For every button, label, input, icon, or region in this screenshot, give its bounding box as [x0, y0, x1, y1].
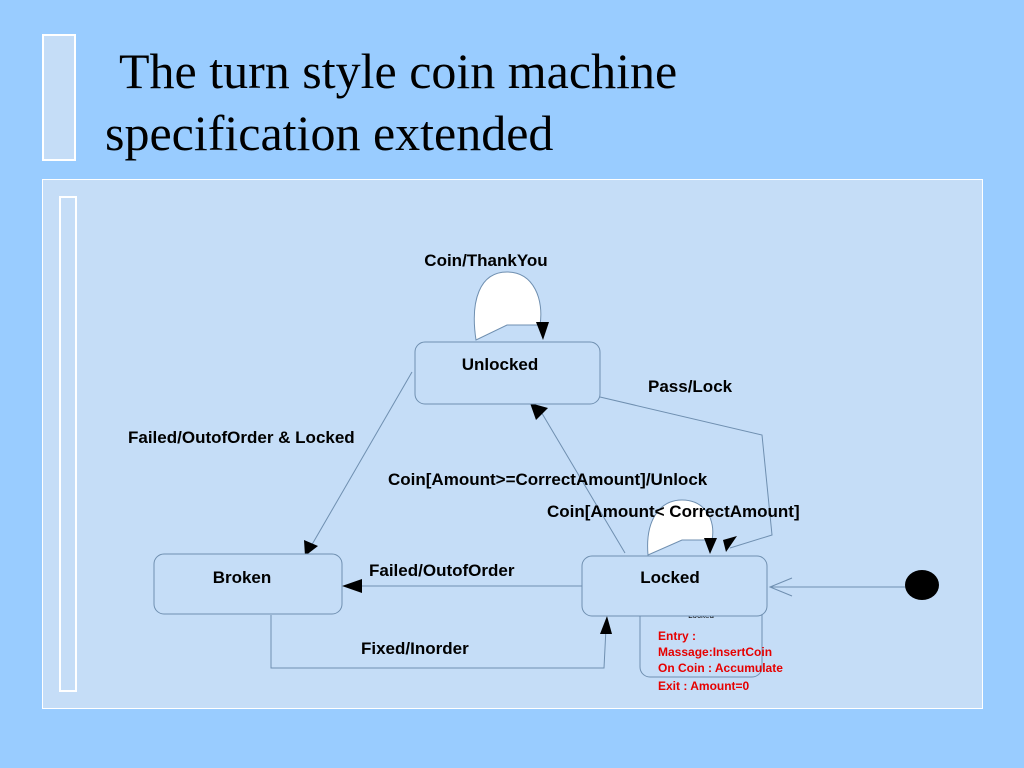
state-locked-label: Locked — [640, 568, 700, 587]
edge-coin-thankyou-loop — [473, 271, 542, 341]
arrowhead-broken-to-locked — [600, 616, 612, 634]
arrowhead-initial-open — [768, 577, 793, 597]
label-failed-outoforder-locked: Failed/OutofOrder & Locked — [128, 428, 355, 447]
label-pass-lock: Pass/Lock — [648, 377, 733, 396]
arrowhead-coin-thankyou — [536, 322, 549, 340]
edge-unlocked-to-locked — [599, 396, 773, 549]
edge-locked-to-unlocked — [539, 409, 626, 554]
locked-detail-line-4: Exit : Amount=0 — [658, 679, 750, 693]
locked-detail-line-2: Massage:InsertCoin — [658, 645, 772, 659]
arrowhead-locked-to-unlocked — [530, 403, 548, 420]
label-coin-less: Coin[Amount< CorrectAmount] — [547, 502, 800, 521]
label-coin-thankyou: Coin/ThankYou — [424, 251, 547, 270]
edge-broken-to-locked — [270, 615, 607, 669]
locked-detail-line-1: Entry : — [658, 629, 696, 643]
title-line-2: specification extended — [105, 105, 554, 161]
slide-title: The turn style coin machine specificatio… — [105, 40, 905, 164]
edge-coin-less-loop — [647, 499, 714, 556]
arrowhead-unlocked-to-broken — [304, 540, 318, 556]
initial-state-dot — [905, 570, 939, 600]
locked-detail-line-3: On Coin : Accumulate — [658, 661, 783, 675]
decorative-bar-inner — [59, 196, 77, 692]
label-fixed-inorder: Fixed/Inorder — [361, 639, 469, 658]
state-locked — [581, 555, 768, 617]
edge-unlocked-to-broken — [309, 371, 413, 549]
state-broken — [153, 553, 343, 615]
arrowhead-locked-to-broken — [342, 579, 362, 593]
state-broken-label: Broken — [213, 568, 272, 587]
arrowhead-unlocked-to-locked — [723, 536, 737, 552]
arrowhead-coin-less — [704, 538, 717, 554]
title-line-1: The turn style coin machine — [119, 43, 678, 99]
state-unlocked-label: Unlocked — [462, 355, 539, 374]
label-coin-unlock: Coin[Amount>=CorrectAmount]/Unlock — [388, 470, 708, 489]
state-unlocked — [414, 341, 601, 405]
content-panel — [42, 179, 983, 709]
decorative-bar-top — [42, 34, 76, 161]
label-failed-outoforder: Failed/OutofOrder — [369, 561, 515, 580]
